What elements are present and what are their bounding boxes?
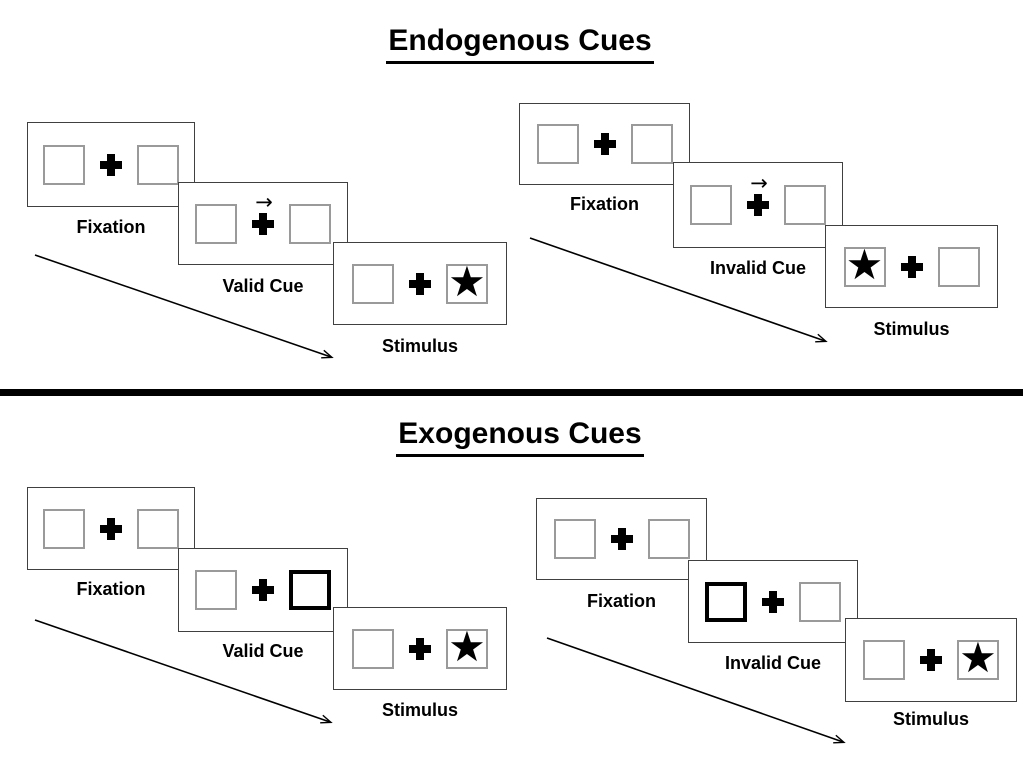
panel-label: Stimulus xyxy=(381,336,458,356)
placeholder-box-left xyxy=(352,263,394,304)
endogenous-valid-cue-panel: → xyxy=(178,182,348,265)
section-title-endogenous-text: Endogenous Cues xyxy=(386,24,654,64)
panel-label: Valid Cue xyxy=(222,641,304,661)
placeholder-box-right xyxy=(647,519,690,559)
placeholder-box-right xyxy=(630,124,673,164)
section-title-exogenous-text: Exogenous Cues xyxy=(396,417,644,457)
panel-label: Stimulus xyxy=(381,700,458,720)
panel-label: Fixation xyxy=(76,217,146,237)
panel-label: Valid Cue xyxy=(222,276,304,296)
star-stimulus-box-right: ★ xyxy=(446,628,488,669)
placeholder-box-left xyxy=(553,519,596,559)
panel-label: Fixation xyxy=(76,579,146,599)
fixation-cross-icon xyxy=(900,255,923,278)
placeholder-box-right xyxy=(937,246,980,287)
placeholder-box-left xyxy=(352,628,394,669)
fixation-cross-icon xyxy=(610,528,633,550)
fixation-cross-icon xyxy=(920,649,942,671)
section-divider xyxy=(0,389,1023,396)
fixation-cross-icon: → xyxy=(747,173,769,216)
placeholder-box-left xyxy=(690,185,732,225)
exogenous-invalid-fixation-panel xyxy=(536,498,707,580)
exogenous-invalid-cue-panel xyxy=(688,560,858,643)
placeholder-box-right xyxy=(289,203,331,244)
star-stimulus-box-right: ★ xyxy=(957,640,999,680)
exogenous-invalid-stimulus-panel: ★ xyxy=(845,618,1017,702)
placeholder-box-left xyxy=(195,203,237,244)
fixation-cross-icon xyxy=(100,517,122,540)
star-icon: ★ xyxy=(448,628,486,669)
endogenous-valid-stimulus-panel: ★ xyxy=(333,242,507,325)
placeholder-box-right xyxy=(799,581,841,622)
star-icon: ★ xyxy=(959,640,997,680)
endogenous-invalid-stimulus-panel: ★ xyxy=(825,225,998,308)
timeline-arrow-exogenous-valid xyxy=(34,619,333,724)
endogenous-invalid-cue-panel: → xyxy=(673,162,843,248)
timeline-arrow-endogenous-valid xyxy=(34,254,334,359)
panel-label: Fixation xyxy=(569,194,639,214)
section-title-exogenous: Exogenous Cues xyxy=(40,417,1000,457)
placeholder-box-left xyxy=(43,144,85,185)
star-stimulus-box-left: ★ xyxy=(843,246,886,287)
fixation-cross-icon xyxy=(100,153,122,176)
placeholder-box-left xyxy=(536,124,579,164)
star-icon: ★ xyxy=(448,263,486,304)
fixation-cross-icon xyxy=(762,590,784,613)
exogenous-valid-cue-panel xyxy=(178,548,348,632)
placeholder-box-left xyxy=(43,508,85,549)
section-title-endogenous: Endogenous Cues xyxy=(40,24,1000,64)
endogenous-valid-fixation-panel xyxy=(27,122,195,207)
peripheral-cue-box-left xyxy=(705,581,747,622)
fixation-cross-icon xyxy=(409,637,431,660)
placeholder-box-right xyxy=(137,144,179,185)
star-stimulus-box-right: ★ xyxy=(446,263,488,304)
timeline-arrow-exogenous-invalid xyxy=(546,637,846,744)
panel-label: Invalid Cue xyxy=(724,653,822,673)
fixation-cross-icon xyxy=(409,272,431,295)
fixation-cross-icon xyxy=(593,133,616,155)
placeholder-box-left xyxy=(195,570,237,610)
central-cue-arrow-icon: → xyxy=(255,189,273,214)
star-icon: ★ xyxy=(845,246,884,287)
fixation-cross-icon xyxy=(252,579,274,601)
placeholder-box-left xyxy=(863,640,905,680)
panel-label: Fixation xyxy=(586,591,656,611)
exogenous-valid-fixation-panel xyxy=(27,487,195,570)
panel-label: Invalid Cue xyxy=(709,258,807,278)
peripheral-cue-box-right xyxy=(289,570,331,610)
central-cue-arrow-icon: → xyxy=(750,171,768,195)
timeline-arrow-endogenous-invalid xyxy=(529,237,828,343)
placeholder-box-right xyxy=(137,508,179,549)
exogenous-valid-stimulus-panel: ★ xyxy=(333,607,507,690)
panel-label: Stimulus xyxy=(873,319,950,339)
placeholder-box-right xyxy=(784,185,826,225)
panel-label: Stimulus xyxy=(892,709,969,729)
fixation-cross-icon: → xyxy=(252,191,274,235)
endogenous-invalid-fixation-panel xyxy=(519,103,690,185)
